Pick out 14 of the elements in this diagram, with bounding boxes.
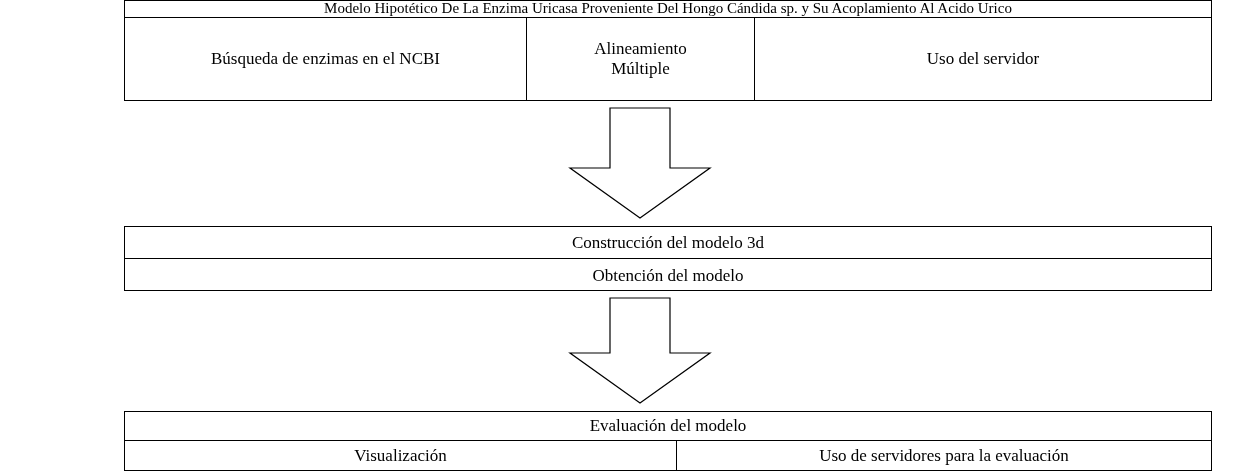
table-heading: Evaluación del modelo — [589, 416, 747, 436]
block-arrow — [568, 297, 712, 404]
cell-text: Uso de servidores para la evaluación — [819, 445, 1069, 466]
table — [124, 0, 1212, 101]
cell-text: Obtención del modelo — [592, 265, 744, 286]
table-heading: Modelo Hipotético De La Enzima Uricasa Proveniente Del Hongo Cándida sp. y Su Acoplamiento Al Acido Urico — [324, 0, 1012, 18]
cell-text: Alineamiento Múltiple — [593, 39, 688, 79]
cell-text: Visualización — [354, 445, 447, 466]
cell-text: Uso del servidor — [926, 49, 1040, 69]
cell-text: Construcción del modelo 3d — [571, 232, 765, 253]
table — [124, 226, 1212, 291]
cell-text: Búsqueda de enzimas en el NCBI — [211, 49, 440, 69]
table — [124, 411, 1212, 471]
block-arrow — [568, 107, 712, 219]
